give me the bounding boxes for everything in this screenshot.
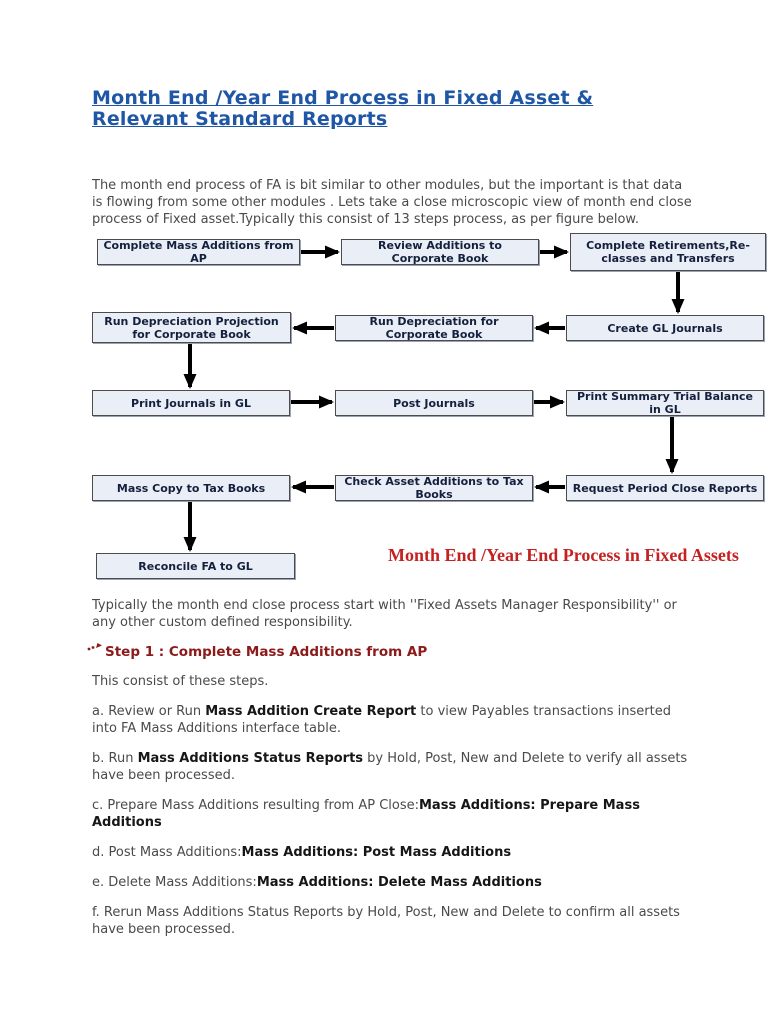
step-item-f-prefix: f. Rerun Mass Additions Status Reports b… bbox=[92, 905, 680, 937]
step-item-c-bold: Mass Additions: Prepare Mass Additions bbox=[92, 798, 640, 830]
step-item-f: f. Rerun Mass Additions Status Reports b… bbox=[92, 904, 692, 938]
flow-box-reconcile-fa-gl: Reconcile FA to GL bbox=[96, 553, 295, 579]
step-item-d-prefix: d. Post Mass Additions: bbox=[92, 845, 242, 860]
step-item-a-prefix: a. Review or Run bbox=[92, 704, 206, 719]
document-body: Typically the month end close process st… bbox=[87, 597, 692, 938]
step-item-b-bold: Mass Additions Status Reports bbox=[137, 751, 364, 766]
flow-box-complete-mass-additions: Complete Mass Additions from AP bbox=[97, 239, 300, 265]
step-item-c: c. Prepare Mass Additions resulting from… bbox=[92, 797, 692, 831]
step-item-e-bold: Mass Additions: Delete Mass Additions bbox=[256, 875, 542, 890]
flow-box-check-asset-additions: Check Asset Additions to Tax Books bbox=[335, 475, 533, 501]
flow-box-complete-retirements: Complete Retirements,Re-classes and Tran… bbox=[570, 233, 766, 271]
document-content: Month End /Year End Process in Fixed Ass… bbox=[92, 88, 692, 228]
flow-box-create-gl-journals: Create GL Journals bbox=[566, 315, 764, 341]
step-item-c-prefix: c. Prepare Mass Additions resulting from… bbox=[92, 798, 419, 813]
flow-box-print-summary-trial-balance: Print Summary Trial Balance in GL bbox=[566, 390, 764, 416]
step1-heading-text: Step 1 : Complete Mass Additions from AP bbox=[105, 644, 428, 660]
flow-box-request-period-close: Request Period Close Reports bbox=[566, 475, 764, 501]
step-item-a-suffix: to view Payables transactions inserted i… bbox=[92, 704, 671, 736]
dashed-arrow-icon bbox=[86, 640, 104, 660]
step-item-e: e. Delete Mass Additions:Mass Additions:… bbox=[92, 874, 692, 891]
typically-paragraph: Typically the month end close process st… bbox=[92, 598, 677, 630]
flow-box-review-additions: Review Additions to Corporate Book bbox=[341, 239, 539, 265]
step-item-a-bold: Mass Addition Create Report bbox=[205, 704, 417, 719]
flow-box-post-journals: Post Journals bbox=[335, 390, 533, 416]
step-item-e-prefix: e. Delete Mass Additions: bbox=[92, 875, 257, 890]
flow-box-print-journals: Print Journals in GL bbox=[92, 390, 290, 416]
step-item-b: b. Run Mass Additions Status Reports by … bbox=[92, 750, 692, 784]
intro-paragraph: The month end process of FA is bit simil… bbox=[92, 178, 692, 227]
step-item-d-bold: Mass Additions: Post Mass Additions bbox=[241, 845, 512, 860]
flow-box-run-depreciation-projection: Run Depreciation Projection for Corporat… bbox=[92, 312, 291, 343]
step1-heading: Step 1 : Complete Mass Additions from AP bbox=[87, 643, 692, 660]
flow-box-run-depreciation: Run Depreciation for Corporate Book bbox=[335, 315, 533, 341]
step-item-b-prefix: b. Run bbox=[92, 751, 138, 766]
steps-intro: This consist of these steps. bbox=[92, 674, 269, 689]
step-item-a: a. Review or Run Mass Addition Create Re… bbox=[92, 703, 692, 737]
step-item-b-suffix: by Hold, Post, New and Delete to verify … bbox=[92, 751, 688, 783]
flowchart-caption: Month End /Year End Process in Fixed Ass… bbox=[388, 545, 739, 565]
flowchart-arrows bbox=[183, 245, 685, 552]
flow-box-mass-copy-tax-books: Mass Copy to Tax Books bbox=[92, 475, 290, 501]
process-flowchart: Complete Mass Additions from AP Review A… bbox=[0, 229, 768, 585]
step-item-d: d. Post Mass Additions:Mass Additions: P… bbox=[92, 844, 692, 861]
page-title: Month End /Year End Process in Fixed Ass… bbox=[92, 87, 594, 130]
